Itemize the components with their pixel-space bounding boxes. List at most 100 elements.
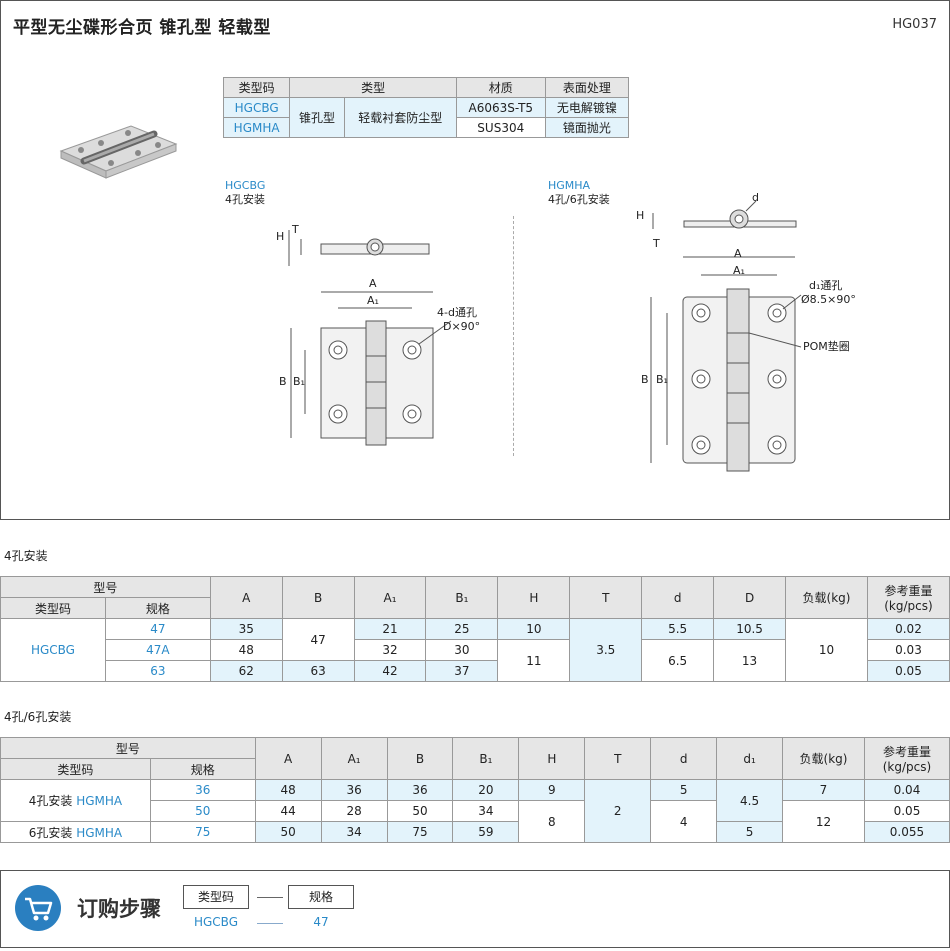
t1-h-col: D	[713, 576, 787, 619]
t1-cell: 35	[209, 618, 283, 640]
t1-h-col: H	[497, 576, 571, 619]
t2-cell: 48	[254, 779, 322, 801]
t2-cell: 12	[782, 800, 865, 843]
t2-prefix: 4孔安装	[28, 794, 73, 808]
t2-cell: 0.055	[863, 821, 950, 843]
type-code-cell: HGMHA	[222, 117, 291, 138]
type-table: 类型码 类型 材质 表面处理 HGCBG 锥孔型 轻载衬套防尘型 A6063S-…	[222, 77, 630, 138]
dim-right-t: T	[653, 237, 660, 250]
t2-cell: 0.04	[863, 779, 950, 801]
t1-cell: 10.5	[713, 618, 787, 640]
t1-cell: 0.03	[866, 639, 950, 661]
diagram-right-mount: 4孔/6孔安装	[548, 193, 610, 206]
dim-right-d: d	[752, 191, 759, 204]
material-cell: SUS304	[455, 117, 546, 138]
order-value-code: HGCBG	[193, 915, 239, 929]
t2-cell: 4	[650, 800, 718, 843]
finish-cell: 镜面抛光	[544, 117, 630, 138]
dim-left-hole: 4-d通孔	[437, 306, 477, 319]
t1-cell: 10	[497, 618, 571, 640]
type-header-code: 类型码	[222, 77, 291, 98]
t2-h-spec: 规格	[149, 758, 256, 780]
table1-section-title: 4孔安装	[4, 549, 48, 563]
t2-h-col: A	[254, 737, 322, 780]
t2-h-weight: 参考重量 (kg/pcs)	[863, 737, 950, 780]
hinge-photo	[59, 125, 178, 179]
cart-icon	[15, 885, 61, 931]
t2-spec: 36	[149, 779, 256, 801]
t1-h-col: A₁	[353, 576, 427, 619]
spec-table-4hole: 型号 A B A₁ B₁ H T d D 负载(kg) 参考重量 (kg/pcs…	[0, 576, 950, 682]
t1-cell: 37	[425, 660, 499, 682]
t2-cell: 9	[518, 779, 586, 801]
t2-code-text: HGMHA	[76, 794, 123, 808]
t1-h-col: d	[641, 576, 715, 619]
t2-cell: 28	[320, 800, 388, 822]
t2-h-col: B₁	[452, 737, 520, 780]
t1-cell: 6.5	[641, 639, 715, 682]
type-sub-cell: 轻载衬套防尘型	[343, 97, 457, 138]
order-box-spec: 规格	[288, 885, 354, 909]
dim-left-t: T	[292, 223, 299, 236]
order-connector	[257, 923, 283, 924]
t1-h-weight: 参考重量 (kg/pcs)	[866, 576, 950, 619]
spec-table-6hole: 型号 A A₁ B B₁ H T d d₁ 负载(kg) 参考重量 (kg/pc…	[0, 737, 950, 843]
t2-h-col: H	[518, 737, 586, 780]
t2-spec: 75	[149, 821, 256, 843]
t2-h-col: d₁	[716, 737, 784, 780]
t2-cell: 75	[386, 821, 454, 843]
t1-cell: 11	[497, 639, 571, 682]
t1-cell: 10	[785, 618, 868, 682]
t2-h-col: 负载(kg)	[782, 737, 865, 780]
diagram-divider	[513, 216, 514, 456]
t1-h-spec: 规格	[104, 597, 211, 619]
diagram-right-code: HGMHA	[548, 179, 591, 192]
t2-h-code: 类型码	[0, 758, 151, 780]
t2-h-col: T	[584, 737, 652, 780]
t1-h-col: A	[209, 576, 283, 619]
dim-left-countersink: D×90°	[443, 320, 481, 333]
dim-right-b1: B₁	[656, 373, 668, 386]
t1-cell: 21	[353, 618, 427, 640]
dim-right-countersink: Ø8.5×90°	[801, 293, 856, 306]
t1-cell: 48	[209, 639, 283, 661]
type-header-finish: 表面处理	[544, 77, 630, 98]
t2-cell: 7	[782, 779, 865, 801]
dim-right-pad: POM垫圈	[803, 340, 850, 353]
diagram-left	[288, 230, 452, 446]
order-box-code: 类型码	[183, 885, 249, 909]
t1-h-col: 负载(kg)	[785, 576, 868, 619]
order-steps: 订购步骤 类型码 规格 HGCBG 47	[0, 870, 950, 948]
dim-right-b: B	[641, 373, 649, 386]
t2-cell: 34	[452, 800, 520, 822]
t2-cell: 44	[254, 800, 322, 822]
diagram-right	[650, 200, 802, 472]
product-frame: 平型无尘碟形合页 锥孔型 轻载型 HG037 类型码 类型 材质 表面处理 HG…	[0, 0, 950, 520]
t1-h-code: 类型码	[0, 597, 106, 619]
t2-cell: 0.05	[863, 800, 950, 822]
t1-cell: 63	[281, 660, 355, 682]
type-header-type: 类型	[289, 77, 457, 98]
diagram-left-code: HGCBG	[225, 179, 266, 192]
t2-cell: 5	[716, 821, 784, 843]
t1-h-col: B	[281, 576, 355, 619]
order-title: 订购步骤	[77, 897, 161, 921]
dim-right-a1: A₁	[733, 264, 745, 277]
t2-prefix: 6孔安装	[28, 825, 73, 840]
t2-spec: 50	[149, 800, 256, 822]
dim-right-hole: d₁通孔	[809, 279, 843, 292]
t1-cell: 42	[353, 660, 427, 682]
t1-cell: 3.5	[569, 618, 643, 682]
dim-right-h: H	[636, 209, 645, 222]
t2-cell: 2	[584, 779, 652, 843]
t2-cell: 50	[386, 800, 454, 822]
t2-cell: 59	[452, 821, 520, 843]
t1-code: HGCBG	[0, 618, 106, 682]
t1-cell: 13	[713, 639, 787, 682]
type-main-cell: 锥孔型	[289, 97, 345, 138]
finish-cell: 无电解镀镍	[544, 97, 630, 118]
dim-left-b1: B₁	[293, 375, 305, 388]
dim-left-a1: A₁	[367, 294, 379, 307]
type-code-cell: HGCBG	[222, 97, 291, 118]
t2-code: 4孔安装 HGMHA	[0, 779, 151, 822]
